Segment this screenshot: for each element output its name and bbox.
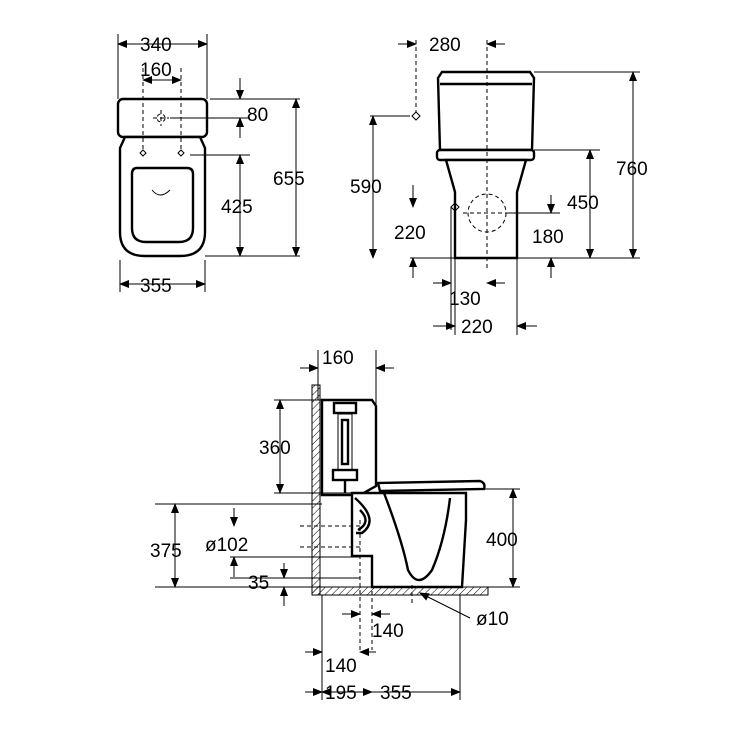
dim-fixing-offset: 80 xyxy=(247,105,268,126)
flush-valve-icon xyxy=(331,401,359,493)
top-bowl-inner xyxy=(130,166,195,244)
side-pedestal-outline xyxy=(444,158,528,260)
dim-inlet-height: 590 xyxy=(350,177,382,198)
dim-width-tank: 340 xyxy=(140,35,172,56)
dim-outlet-distance: 140 xyxy=(325,656,357,677)
dim-fixing-to-front: 425 xyxy=(221,197,253,218)
dim-outlet-center-height: 180 xyxy=(532,227,564,248)
wall-hatch xyxy=(311,384,321,596)
section-bowl-inner xyxy=(382,492,452,582)
dim-total-height: 760 xyxy=(616,159,648,180)
section-bowl-outline xyxy=(350,491,468,589)
inlet-cross-icon xyxy=(153,110,169,126)
dim-seat-height: 400 xyxy=(486,530,518,551)
fixing-point-icon xyxy=(139,149,185,157)
top-bowl-outline xyxy=(118,135,207,258)
dim-total-depth: 655 xyxy=(273,169,305,190)
dim-outlet-offset-1: 130 xyxy=(449,289,481,310)
dim-cistern-height: 360 xyxy=(259,438,291,459)
dim-outlet-side-height: 220 xyxy=(394,223,426,244)
dim-wall-to-outlet: 195 xyxy=(325,683,357,704)
dim-fixing-diameter: ø10 xyxy=(476,609,509,630)
side-fixing-icon xyxy=(450,202,460,212)
dim-outlet-diameter: ø102 xyxy=(205,535,248,556)
top-view: 340 160 80 425 655 355 xyxy=(116,34,305,297)
dim-fixing-spacing: 160 xyxy=(140,60,172,81)
side-rim-outline xyxy=(435,148,536,162)
dim-fixing-distance: 140 xyxy=(372,621,404,642)
dim-width-bowl: 355 xyxy=(140,276,172,297)
side-view: 280 590 760 450 220 180 130 220 xyxy=(350,35,648,338)
dim-outlet-offset-2: 220 xyxy=(461,317,493,338)
dim-outlet-height: 375 xyxy=(150,541,182,562)
dim-inlet-offset: 280 xyxy=(429,35,461,56)
dim-bowl-projection: 355 xyxy=(380,683,412,704)
dim-cistern-depth: 160 xyxy=(322,348,354,369)
top-bowl-drain xyxy=(151,189,171,196)
dim-bowl-height: 450 xyxy=(567,193,599,214)
section-view: 160 360 375 ø102 400 35 ø10 140 140 195 … xyxy=(150,348,520,704)
dim-floor-gap: 35 xyxy=(248,573,269,594)
inlet-marker-icon xyxy=(411,111,421,121)
